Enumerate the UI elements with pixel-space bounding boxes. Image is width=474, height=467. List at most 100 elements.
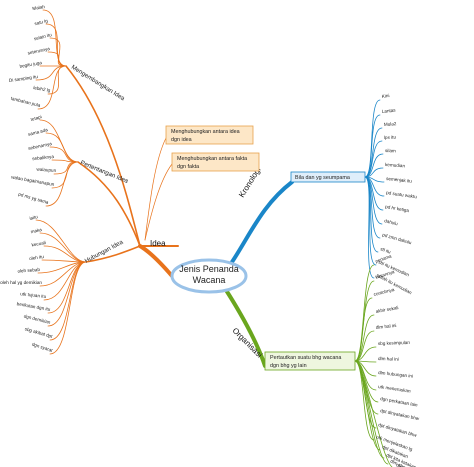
kronologi-leaf-0[interactable]: Kini: [381, 93, 389, 99]
organisasi-leaf-line-3: [354, 314, 375, 362]
idea-leaf-2-5[interactable]: oleh hal yg demikian: [0, 280, 42, 285]
kronologi-leaf-line-3: [364, 140, 383, 178]
idea-leaf-2-2[interactable]: kecuali: [31, 240, 46, 247]
idea-leaf-1-5[interactable]: walau bagaimanapun: [11, 174, 55, 187]
kronologi-leaf-8[interactable]: pd hr ketiga: [385, 204, 410, 213]
idea-note-2-connector: [144, 163, 173, 241]
organisasi-leaf-2[interactable]: contohnya: [373, 287, 395, 297]
subtopic-1-line: [77, 161, 141, 247]
idea-leaf-1-3[interactable]: sebaliknya: [32, 154, 55, 161]
branch-idea-label[interactable]: Idea: [150, 239, 166, 248]
idea-leaf-0-5[interactable]: Di samping itu: [9, 74, 39, 83]
idea-note-1-line1: Menghubungkan antara idea: [171, 129, 240, 135]
subtopic-0-leaf-line-6: [47, 65, 67, 95]
subtopic-1-leaf-line-1: [45, 132, 79, 163]
subtopic-2-leaf-line-1: [39, 232, 87, 263]
subtopic-2-leaf-line-10: [49, 261, 87, 355]
organisasi-box-rect: [264, 351, 356, 371]
idea-note-1-line2: dgn idea: [171, 137, 192, 143]
kronologi-leaf-9[interactable]: dahulu: [384, 218, 399, 226]
idea-leaf-1-6[interactable]: pd ms yg sama: [18, 192, 50, 206]
idea-leaf-0-1[interactable]: satu lg: [34, 18, 49, 26]
idea-leaf-0-3[interactable]: seterusnya: [27, 46, 50, 56]
organisasi-leaf-8[interactable]: utk meneruskan: [378, 384, 412, 394]
subtopic-1-leaf-line-6: [45, 161, 79, 207]
idea-leaf-2-6[interactable]: utk tujuan itu: [20, 291, 47, 299]
idea-leaf-2-3[interactable]: oleh itu: [29, 254, 45, 261]
idea-leaf-2-7[interactable]: berikutan dgn itu: [16, 301, 51, 312]
kronologi-leaf-3[interactable]: lps itu: [384, 135, 397, 140]
branch-idea-line: [138, 244, 174, 278]
kronologi-leaf-6[interactable]: semenjak itu: [386, 176, 413, 184]
idea-leaf-1-4[interactable]: walaupun: [36, 167, 56, 173]
branch-organisasi-label[interactable]: Organisasi: [231, 326, 265, 360]
kronologi-leaf-7[interactable]: pd suatu waktu: [386, 190, 418, 199]
subtopic-2-leaf-line-7: [47, 261, 87, 314]
organisasi-leaf-3[interactable]: akhir sekali: [375, 305, 399, 314]
central-topic-ellipse: [170, 258, 248, 294]
idea-leaf-1-0[interactable]: tetapi: [30, 114, 42, 122]
kronologi-leaf-11[interactable]: stl itu: [380, 246, 392, 255]
subtopic-2-leaf-line-6: [43, 261, 87, 301]
idea-leaf-0-0[interactable]: Malah: [32, 4, 46, 11]
idea-leaf-2-0[interactable]: iaitu: [29, 214, 39, 221]
subtopic-2-line: [85, 245, 141, 263]
branch-kronologi-line: [230, 180, 294, 264]
organisasi-box-line1: Pertautkan suatu bhg wacana: [270, 355, 341, 361]
organisasi-leaf-7[interactable]: dlm hubungan ini: [378, 370, 413, 379]
kronologi-box-rect: [290, 171, 366, 183]
kronologi-leaf-line-4: [364, 153, 384, 178]
kronologi-box-text: Bila dan yg seumpama: [295, 175, 350, 181]
organisasi-leaf-1[interactable]: kesannya: [375, 269, 396, 280]
idea-note-2-box: [171, 152, 260, 172]
subtopic-2-leaf-line-2: [43, 245, 87, 263]
organisasi-leaf-6[interactable]: dlm hal ini: [378, 356, 399, 362]
idea-leaf-2-1[interactable]: maka: [30, 227, 42, 234]
idea-note-2-line2: dgn fakta: [177, 164, 199, 170]
subtopic-1-leaf-line-4: [53, 161, 79, 175]
idea-note-1-box: [165, 125, 254, 145]
organisasi-leaf-10[interactable]: dpt dinyatakan bhw: [380, 408, 420, 421]
kronologi-leaf-1[interactable]: Lantas: [382, 108, 397, 114]
idea-leaf-0-6[interactable]: lebih2 lg: [33, 85, 51, 93]
organisasi-box-line2: dgn bhg yg lain: [270, 363, 307, 369]
organisasi-leaf-line-1: [354, 280, 375, 362]
kronologi-leaf-4[interactable]: silam: [385, 148, 396, 153]
idea-leaf-2-10[interactable]: dgn syarat: [31, 342, 54, 354]
organisasi-leaf-9[interactable]: dgn perkataan lain: [380, 396, 419, 408]
organisasi-leaf-line-2: [354, 297, 373, 362]
idea-leaf-0-2[interactable]: selain itu: [33, 32, 52, 41]
kronologi-leaf-line-9: [364, 176, 383, 225]
idea-leaf-1-1[interactable]: sama ada: [27, 127, 48, 137]
idea-note-2[interactable]: Menghubungkan antara fakta dgn fakta: [171, 152, 260, 172]
subtopic-hubungan-idea[interactable]: Hubungan Idea: [84, 238, 125, 264]
idea-note-2-line1: Menghubungkan antara fakta: [177, 156, 247, 162]
central-topic-line1: Jenis Penanda: [179, 264, 239, 274]
idea-leaf-2-8[interactable]: dgn demikian: [23, 314, 51, 326]
subtopic-pertentangan-idea[interactable]: Pertentangan Idea: [79, 159, 129, 185]
subtopic-0-leaf-line-3: [47, 51, 67, 67]
idea-note-1[interactable]: Menghubungkan antara idea dgn idea: [165, 125, 254, 145]
kronologi-box[interactable]: Bila dan yg seumpama: [290, 171, 366, 183]
idea-leaf-2-4[interactable]: oleh sebab: [17, 267, 40, 274]
idea-leaf-2-9[interactable]: sbg akibat dpt: [24, 326, 54, 339]
kronologi-leaf-line-2: [364, 127, 383, 178]
organisasi-leaf-0[interactable]: pertama: [375, 253, 393, 264]
kronologi-leaf-10[interactable]: pd zmn dahulu: [382, 232, 413, 245]
subtopic-0-line: [65, 65, 141, 247]
organisasi-box[interactable]: Pertautkan suatu bhg wacana dgn bhg yg l…: [264, 351, 356, 371]
organisasi-leaf-4[interactable]: dlm hal ini: [376, 323, 397, 330]
central-topic[interactable]: Jenis Penanda Wacana: [170, 258, 248, 294]
organisasi-leaf-5[interactable]: sbg kesimpulan: [378, 340, 411, 346]
kronologi-leaf-2[interactable]: Mula2: [384, 121, 397, 127]
kronologi-leaf-5[interactable]: kemudian: [385, 162, 406, 168]
branch-organisasi-line: [224, 288, 267, 368]
idea-leaf-0-4[interactable]: begitu juga: [19, 60, 42, 69]
organisasi-leaf-line-16: [354, 360, 394, 467]
subtopic-2-leaf-line-9: [49, 261, 87, 341]
organisasi-leaf-line-12: [354, 360, 375, 441]
idea-leaf-0-7[interactable]: tambahan pula: [10, 96, 41, 108]
idea-leaf-1-2[interactable]: sebenarnya: [28, 141, 53, 151]
